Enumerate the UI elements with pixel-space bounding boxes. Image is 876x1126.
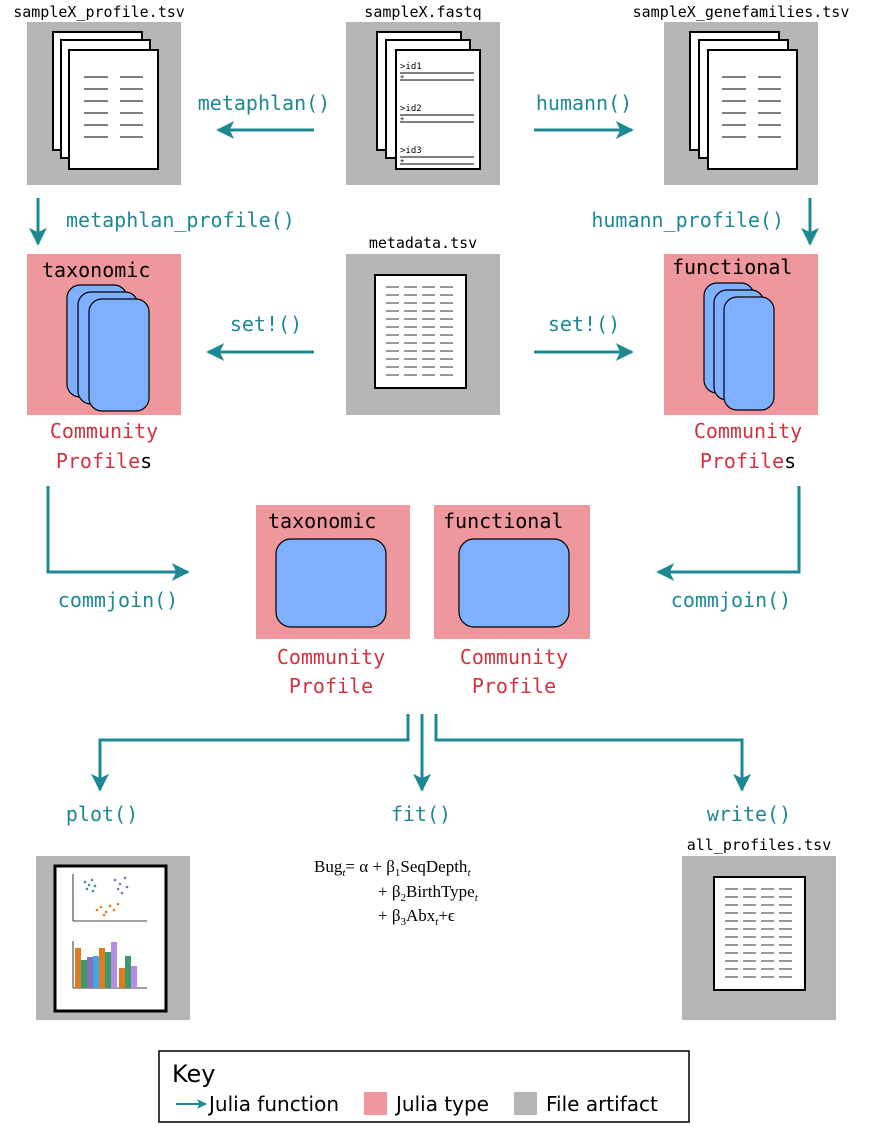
metaphlan-profile-function-label: metaphlan_profile(): [66, 208, 295, 232]
all-profiles-file-artifact: [682, 856, 836, 1020]
metadata-file-label: metadata.tsv: [369, 234, 477, 252]
fastq-id-2: >id2: [400, 104, 422, 114]
commjoin-left-function-label: commjoin(): [58, 588, 178, 612]
taxonomic-type-label: taxonomic: [42, 258, 150, 282]
joined-functional-line2: Profile: [472, 674, 556, 698]
formula-line-3: + β3Abxt+ϵ: [378, 906, 455, 928]
write-arrow: [434, 714, 751, 792]
humann-profile-function-label: humann_profile(): [591, 208, 784, 232]
profile-file-artifact: [27, 22, 181, 185]
commjoin-right-arrow: [656, 486, 801, 581]
legend-file-swatch: [514, 1092, 537, 1115]
set-right-function-label: set!(): [548, 312, 620, 336]
bar-marks: [75, 942, 137, 988]
fastq-file-label: sampleX.fastq: [364, 3, 481, 21]
formula-line-2: + β2BirthTypet: [378, 882, 479, 904]
fastq-plus-3: +: [400, 157, 404, 165]
fastq-file-artifact: >id1 + >id2 + >id3 +: [346, 22, 500, 185]
legend-type-swatch: [364, 1092, 387, 1115]
taxonomic-profiles-line1: Community: [50, 419, 158, 443]
genefamilies-file-label: sampleX_genefamilies.tsv: [633, 3, 850, 21]
legend-file-label: File artifact: [546, 1092, 658, 1116]
plot-output-artifact: [36, 856, 190, 1020]
formula-line-1: Bugt= α + β1SeqDeptht: [314, 857, 471, 879]
functional-type-label: functional: [672, 255, 792, 279]
genefamilies-file-artifact: [664, 22, 818, 185]
humann-function-label: humann(): [536, 91, 632, 115]
legend: Key Julia function Julia type File artif…: [158, 1050, 690, 1123]
functional-profiles-line2: Profiles: [700, 449, 796, 473]
taxonomic-profiles-line2: Profiles: [56, 449, 152, 473]
legend-title: Key: [172, 1060, 216, 1088]
legend-type-label: Julia type: [394, 1092, 489, 1116]
metadata-file-artifact: [346, 254, 500, 415]
plot-arrow: [91, 714, 410, 792]
plot-function-label: plot(): [66, 802, 138, 826]
joined-functional-line1: Community: [460, 645, 568, 669]
joined-taxonomic-type-label: taxonomic: [268, 509, 376, 533]
fastq-plus-2: +: [400, 115, 404, 123]
commjoin-left-arrow: [46, 486, 190, 581]
taxonomic-community-profiles: taxonomic: [27, 254, 181, 415]
functional-community-profiles: functional: [664, 254, 818, 415]
joined-taxonomic-line1: Community: [277, 645, 385, 669]
joined-taxonomic-profile: taxonomic: [256, 505, 410, 639]
joined-functional-type-label: functional: [443, 509, 563, 533]
fastq-id-1: >id1: [400, 62, 422, 72]
set-left-function-label: set!(): [230, 312, 302, 336]
joined-functional-profile: functional: [434, 505, 590, 639]
legend-function-label: Julia function: [207, 1092, 339, 1116]
fastq-id-3: >id3: [400, 146, 422, 156]
scatter-points: [83, 876, 129, 917]
fit-function-label: fit(): [391, 802, 451, 826]
metaphlan-function-label: metaphlan(): [198, 91, 330, 115]
commjoin-right-function-label: commjoin(): [671, 588, 791, 612]
profile-file-label: sampleX_profile.tsv: [13, 3, 185, 21]
write-function-label: write(): [707, 802, 791, 826]
all-profiles-file-label: all_profiles.tsv: [687, 836, 832, 854]
joined-taxonomic-line2: Profile: [289, 674, 373, 698]
functional-profiles-line1: Community: [694, 419, 802, 443]
fit-formula: Bugt= α + β1SeqDeptht + β2BirthTypet + β…: [314, 857, 479, 928]
fastq-plus-1: +: [400, 73, 404, 81]
